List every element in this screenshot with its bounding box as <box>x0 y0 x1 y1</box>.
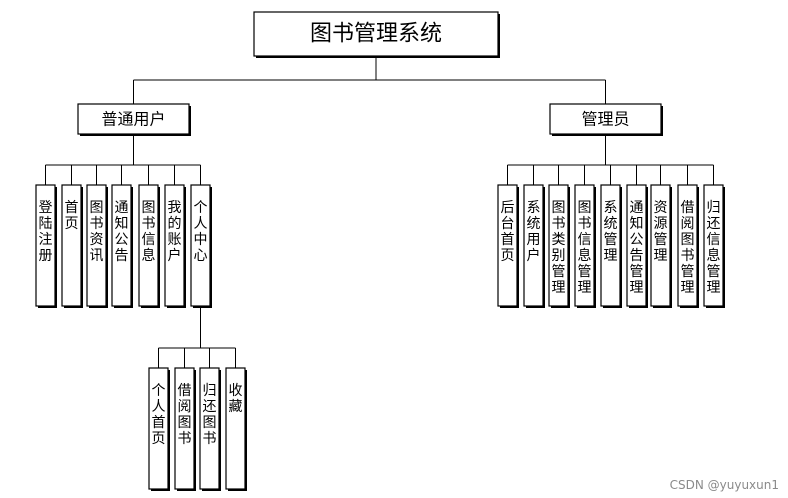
sub-label-1: 借阅图书 <box>178 383 192 447</box>
root-node: 图书管理系统 <box>253 11 500 58</box>
leaf-node-1-5-frame <box>626 184 647 307</box>
sub-node-1-frame <box>174 367 195 490</box>
watermark: CSDN @yuyuxun1 <box>669 478 779 492</box>
leaf-node-1-2-frame <box>548 184 569 307</box>
sub-node-3: 收藏 <box>225 367 247 491</box>
leaf-label-1-6: 资源管理 <box>654 200 668 264</box>
leaf-node-1-4-frame <box>600 184 621 307</box>
leaf-label-1-0: 后台首页 <box>501 200 515 264</box>
sub-node-0-frame <box>148 367 169 490</box>
group-node-0-frame <box>77 103 190 135</box>
sub-node-2-frame <box>199 367 220 490</box>
group-node-1: 管理员 <box>549 103 663 136</box>
leaf-node-1-4: 系统管理 <box>600 184 622 308</box>
group-label-0: 普通用户 <box>101 110 165 129</box>
leaf-label-1-4: 系统管理 <box>604 200 618 264</box>
sub-label-3: 收藏 <box>229 383 243 415</box>
leaf-label-0-3: 通知公告 <box>115 200 129 264</box>
leaf-label-0-4: 图书信息 <box>142 200 156 264</box>
sub-node-0: 个人首页 <box>148 367 170 491</box>
sub-node-1: 借阅图书 <box>174 367 196 491</box>
sub-node-3-frame <box>225 367 246 490</box>
leaf-node-0-0: 登陆注册 <box>35 184 57 308</box>
leaf-node-0-2-frame <box>86 184 107 307</box>
leaf-node-1-0: 后台首页 <box>497 184 519 308</box>
group-node-0: 普通用户 <box>77 103 191 136</box>
leaf-node-1-8-frame <box>703 184 724 307</box>
leaf-node-0-6: 个人中心 <box>190 184 212 308</box>
leaf-label-1-7: 借阅图书管理 <box>681 200 695 296</box>
sub-label-2: 归还图书 <box>203 382 217 447</box>
leaf-node-0-0-frame <box>35 184 56 307</box>
leaf-node-0-6-frame <box>190 184 211 307</box>
leaf-label-1-2: 图书类别管理 <box>552 200 566 296</box>
leaf-node-1-3-frame <box>574 184 595 307</box>
root-node-frame <box>253 11 499 57</box>
leaf-label-0-6: 个人中心 <box>194 200 208 264</box>
leaf-node-0-3-frame <box>111 184 132 307</box>
connector-lines <box>45 56 714 368</box>
leaf-node-1-7: 借阅图书管理 <box>677 184 699 308</box>
leaf-node-1-8: 归还信息管理 <box>703 184 725 308</box>
leaf-node-1-7-frame <box>677 184 698 307</box>
leaf-node-1-6-frame <box>650 184 671 307</box>
leaf-node-0-4-frame <box>138 184 159 307</box>
leaf-node-0-5-frame <box>164 184 185 307</box>
leaf-node-1-2: 图书类别管理 <box>548 184 570 308</box>
leaf-label-0-0: 登陆注册 <box>39 200 53 264</box>
leaf-node-0-1-frame <box>61 184 82 307</box>
leaf-node-1-5: 通知公告管理 <box>626 184 648 308</box>
leaf-node-1-0-frame <box>497 184 518 307</box>
leaf-label-0-5: 我的账户 <box>168 200 182 264</box>
leaf-node-1-1-frame <box>523 184 544 307</box>
leaf-node-1-1: 系统用户 <box>523 184 545 308</box>
sub-node-2: 归还图书 <box>199 367 221 491</box>
diagram-nodes: 图书管理系统普通用户登陆注册首页图书资讯通知公告图书信息我的账户个人中心个人首页… <box>35 11 725 491</box>
leaf-label-1-3: 图书信息管理 <box>578 200 592 296</box>
leaf-label-0-1: 首页 <box>65 200 79 232</box>
leaf-node-1-6: 资源管理 <box>650 184 672 308</box>
leaf-label-1-8: 归还信息管理 <box>707 199 721 296</box>
leaf-node-0-1: 首页 <box>61 184 83 308</box>
group-node-1-frame <box>549 103 662 135</box>
sub-label-0: 个人首页 <box>152 383 166 447</box>
leaf-node-0-2: 图书资讯 <box>86 184 108 308</box>
leaf-node-0-5: 我的账户 <box>164 184 186 308</box>
leaf-node-1-3: 图书信息管理 <box>574 184 596 308</box>
group-label-1: 管理员 <box>581 110 629 129</box>
root-label: 图书管理系统 <box>310 22 442 47</box>
leaf-label-0-2: 图书资讯 <box>90 200 104 264</box>
leaf-label-1-1: 系统用户 <box>527 200 541 264</box>
leaf-node-0-4: 图书信息 <box>138 184 160 308</box>
leaf-label-1-5: 通知公告管理 <box>630 200 644 296</box>
leaf-node-0-3: 通知公告 <box>111 184 133 308</box>
